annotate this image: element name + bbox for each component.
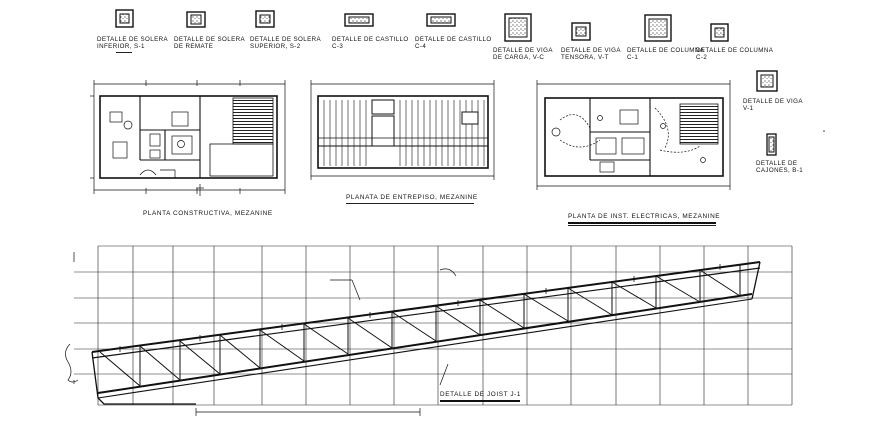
- detail-castillo-c3-icon: [344, 13, 374, 27]
- label-line: C-2: [696, 54, 708, 61]
- detail-viga-v1-icon: [756, 70, 778, 92]
- label-line: SUPERIOR, S-2: [250, 43, 301, 50]
- title-underline-thin: [568, 225, 716, 226]
- label-columna-c2: DETALLE DE COLUMNA C-2: [696, 47, 773, 61]
- label-line: INFERIOR, S-1: [97, 43, 145, 50]
- label-line: DETALLE DE SOLERA: [174, 36, 245, 43]
- detail-solera-remate-icon: [186, 11, 206, 28]
- detail-columna-c2-icon: [710, 23, 729, 42]
- label-line: DETALLE DE SOLERA: [97, 36, 168, 43]
- label-line: DETALLE DE CASTILLO: [415, 36, 492, 43]
- label-castillo-c4: DETALLE DE CASTILLO C-4: [415, 36, 492, 50]
- label-line: DETALLE DE COLUMNA: [696, 47, 774, 54]
- label-solera-remate: DETALLE DE SOLERA DE REMATE: [174, 36, 245, 50]
- stray-point: [823, 130, 825, 132]
- label-columna-c1: DETALLE DE COLUMNA C-1: [627, 47, 704, 61]
- label-line: DE REMATE: [174, 43, 214, 50]
- title-planta-electricas: PLANTA DE INST. ELECTRICAS, MEZANINE: [568, 213, 721, 220]
- label-line: DETALLE DE CASTILLO: [332, 36, 409, 43]
- label-viga-carga: DETALLE DE VIGA DE CARGA, V-C: [493, 47, 553, 61]
- joist-truss: [91, 261, 761, 405]
- title-planta-entrepiso: PLANATA DE ENTREPISO, MEZANINE: [346, 194, 478, 201]
- detail-castillo-c4-icon: [426, 13, 456, 27]
- label-line: C-4: [415, 43, 427, 50]
- label-line: DETALLE DE VIGA: [561, 47, 621, 54]
- label-castillo-c3: DETALLE DE CASTILLO C-3: [332, 36, 409, 50]
- label-cajones-b1: DETALLE DE CAJONES, B-1: [756, 160, 803, 174]
- plan-constructiva-drawing: [90, 80, 286, 194]
- detail-viga-tensora-icon: [571, 22, 591, 41]
- label-line: DETALLE DE VIGA: [493, 47, 553, 54]
- title-planta-constructiva: PLANTA CONSTRUCTIVA, MEZANINE: [143, 210, 273, 217]
- label-line: C-3: [332, 43, 344, 50]
- title-underline: [346, 203, 474, 204]
- detail-cajones-b1-icon: [766, 133, 777, 156]
- label-viga-tensora: DETALLE DE VIGA TENSORA, V-T: [561, 47, 621, 61]
- title-underline: [568, 222, 716, 224]
- label-line: DETALLE DE VIGA: [743, 98, 803, 105]
- detail-solera-superior-icon: [255, 10, 275, 28]
- title-detalle-joist: DETALLE DE JOIST J-1: [440, 391, 522, 398]
- plan-constructiva-dim-bottom: [196, 184, 204, 196]
- label-solera-superior: DETALLE DE SOLERA SUPERIOR, S-2: [250, 36, 321, 50]
- label-line: V-1: [743, 105, 754, 112]
- title-underline: [440, 400, 520, 402]
- plan-entrepiso-drawing: [310, 80, 495, 180]
- detail-solera-inferior-icon: [115, 9, 134, 28]
- label-line: CAJONES, B-1: [756, 167, 804, 174]
- label-line: DETALLE DE COLUMNA: [627, 47, 705, 54]
- label-line: TENSORA, V-T: [561, 54, 609, 61]
- plan-electricas-drawing: [536, 80, 731, 190]
- label-solera-inferior: DETALLE DE SOLERA INFERIOR, S-1: [97, 36, 168, 50]
- label-line: DETALLE DE: [756, 160, 798, 167]
- label-line: DE CARGA, V-C: [493, 54, 545, 61]
- label-line: C-1: [627, 54, 639, 61]
- label-viga-v1: DETALLE DE VIGA V-1: [743, 98, 803, 112]
- joist-callouts: [65, 252, 457, 416]
- label-underline: [116, 52, 132, 53]
- detail-viga-carga-icon: [504, 13, 532, 42]
- label-line: DETALLE DE SOLERA: [250, 36, 321, 43]
- detail-columna-c1-icon: [644, 14, 672, 42]
